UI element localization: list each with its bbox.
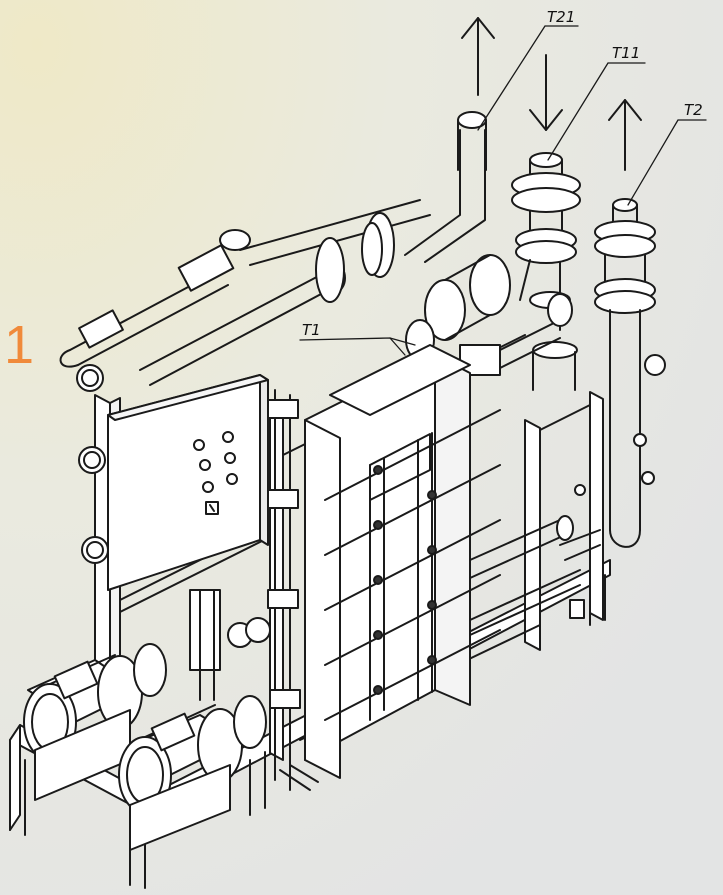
flow-arrow-t21-out <box>461 17 495 96</box>
label-t21: T21 <box>547 8 575 26</box>
lower-right-pipes <box>469 484 586 636</box>
t2-column <box>559 198 666 561</box>
t11-column <box>511 152 581 391</box>
instrument-line <box>189 389 319 791</box>
mid-valves <box>405 254 573 376</box>
control-panel <box>107 374 269 591</box>
flow-arrow-t2-out <box>608 99 642 171</box>
t21-pipe <box>315 111 487 303</box>
leader-lines <box>299 25 707 356</box>
page-number: 1 <box>4 315 35 375</box>
pump-1 <box>23 643 167 801</box>
pump-2 <box>118 695 267 851</box>
label-t11: T11 <box>612 44 640 62</box>
pressure-gauges <box>76 364 271 648</box>
label-t2: T2 <box>684 101 703 119</box>
plate-heat-exchanger <box>304 344 501 779</box>
label-t1: T1 <box>302 321 321 339</box>
flow-arrow-t11-in <box>529 54 563 131</box>
